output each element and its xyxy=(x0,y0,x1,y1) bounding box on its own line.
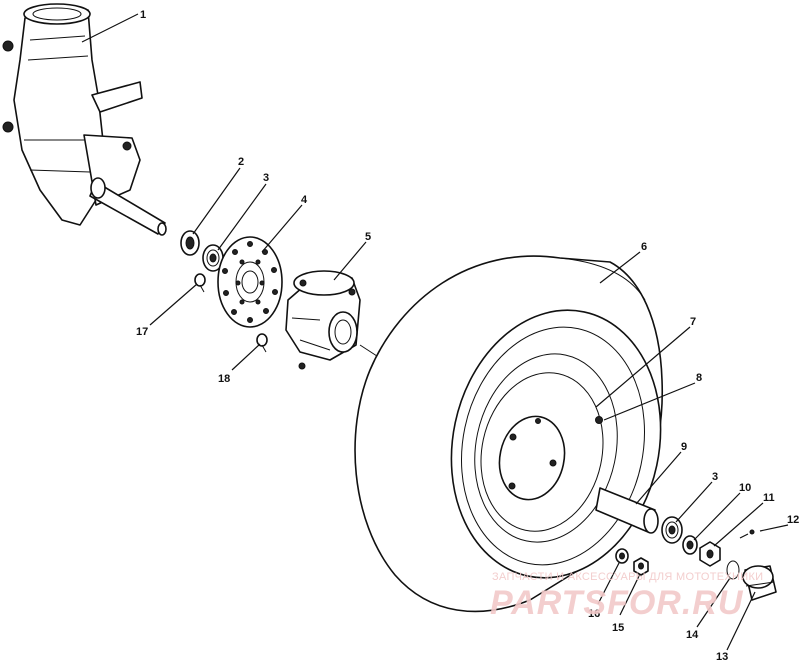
callout-3-outer: 3 xyxy=(712,471,718,483)
callout-7: 7 xyxy=(690,316,696,328)
seal xyxy=(180,230,200,256)
callout-6: 6 xyxy=(641,241,647,253)
leader-lines xyxy=(81,13,789,651)
callout-15: 15 xyxy=(612,622,624,634)
callout-18: 18 xyxy=(218,373,230,385)
lug-washer-16 xyxy=(615,548,629,564)
steering-knuckle xyxy=(2,3,167,236)
wheel-stud-18 xyxy=(256,333,268,353)
callout-4: 4 xyxy=(301,194,308,206)
lug-nut-15 xyxy=(633,557,649,576)
callout-5: 5 xyxy=(365,231,371,243)
brake-disc xyxy=(217,236,283,328)
callout-14: 14 xyxy=(686,629,699,641)
callout-2: 2 xyxy=(238,156,244,168)
wheel-hub xyxy=(285,270,361,370)
wheel-stud-17 xyxy=(194,273,206,293)
callout-13: 13 xyxy=(716,651,728,661)
watermark: ЗАПЧАСТИ И АКСЕССУАРЫ ДЛЯ МОТОТЕХНИКИ PA… xyxy=(490,571,763,622)
callout-12: 12 xyxy=(787,514,799,526)
callout-8: 8 xyxy=(696,372,702,384)
dust-cap xyxy=(742,565,777,601)
wheel-rim xyxy=(474,353,618,543)
washer xyxy=(682,535,698,555)
callout-3-inner: 3 xyxy=(263,172,269,184)
watermark-logo: PARTSFOR.RU xyxy=(490,584,744,622)
cotter-pin xyxy=(739,529,755,539)
callout-17: 17 xyxy=(136,326,148,338)
valve-8 xyxy=(595,416,603,424)
callout-11: 11 xyxy=(763,492,775,504)
bearing-inner xyxy=(202,244,224,272)
callout-16: 16 xyxy=(588,608,600,620)
watermark-tagline: ЗАПЧАСТИ И АКСЕССУАРЫ ДЛЯ МОТОТЕХНИКИ xyxy=(492,571,763,583)
castle-nut xyxy=(699,541,721,567)
callout-9: 9 xyxy=(681,441,687,453)
callout-1: 1 xyxy=(140,9,146,21)
bearing-outer xyxy=(661,516,683,544)
callout-10: 10 xyxy=(739,482,751,494)
o-ring xyxy=(726,560,740,580)
